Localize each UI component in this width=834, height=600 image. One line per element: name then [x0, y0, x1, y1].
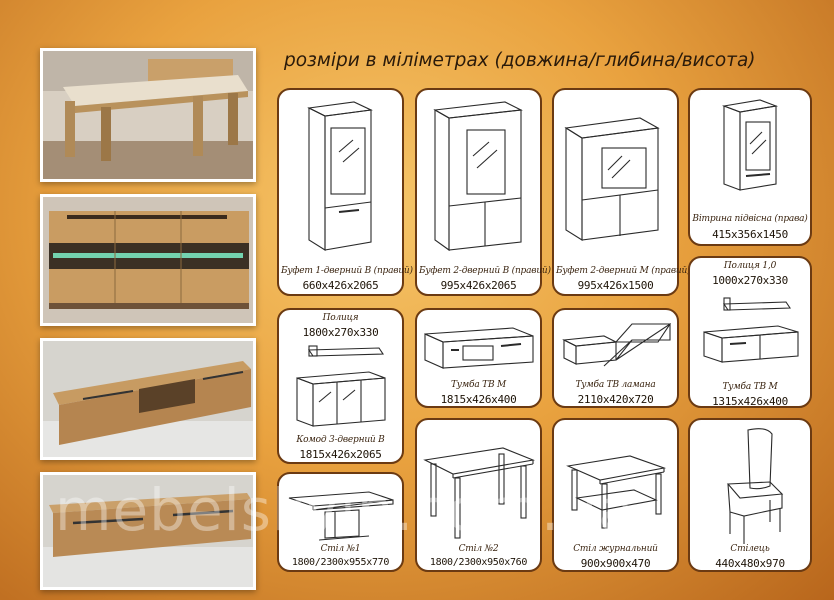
item-label: Буфет 2-дверний М (правий)	[556, 266, 691, 276]
tv-stand-icon	[424, 327, 534, 369]
card-coffee-table: Стіл журнальний 900x900x470	[552, 418, 679, 572]
item-label: Стілець	[730, 544, 770, 554]
item-dimensions: 1800x270x330	[302, 326, 379, 339]
card-shelf-and-dresser: Полиця 1800x270x330 Комод 3-дверний В 18…	[277, 308, 404, 464]
item-dimensions: 1800/2300x950x760	[429, 557, 528, 568]
photo-tv-stand	[40, 338, 256, 460]
item-label: Тумба ТВ М	[450, 380, 507, 390]
coffee-table-icon	[566, 455, 667, 529]
item-dimensions: 1800/2300x955x770	[291, 557, 390, 568]
photo-tv-stand-closed	[40, 472, 256, 590]
card-buffet-1-door: Буфет 1-дверний В (правий) 660x426x2065	[277, 88, 413, 296]
item-dimensions: 660x426x2065	[302, 279, 379, 292]
item-label: Комод 3-дверний В	[296, 435, 385, 445]
item-label: Полиця 1,0	[723, 261, 777, 271]
item-label: Буфет 2-дверний В (правий)	[419, 266, 551, 276]
shelf-and-dresser-icon	[296, 345, 386, 427]
shelf-and-tv-stand-icon	[703, 297, 799, 363]
cabinet-medium-2door-icon	[564, 117, 660, 241]
item-label: Стіл №1	[320, 544, 361, 554]
card-chair: Стілець 440x480x970	[688, 418, 812, 572]
item-dimensions: 2110x420x720	[577, 393, 654, 406]
card-shelf-and-tv-stand: Полиця 1,0 1000x270x330 Тумба ТВ М 1315x…	[688, 256, 812, 408]
item-label: Стіл журнальний	[573, 544, 658, 554]
tv-stand-angled-icon	[562, 322, 672, 367]
item-dimensions: 1815x426x2065	[299, 448, 382, 461]
item-dimensions: 1000x270x330	[712, 274, 788, 287]
photo-dining-table	[40, 48, 256, 182]
card-buffet-2-door-medium: Буфет 2-дверний М (правий) 995x426x1500	[552, 88, 691, 296]
extendable-table-icon	[288, 491, 394, 541]
item-dimensions: 1315x426x400	[712, 395, 788, 408]
item-dimensions: 995x426x2065	[440, 279, 517, 292]
card-tv-stand-m: Тумба ТВ М 1815x426x400	[415, 308, 542, 408]
item-label: Стіл №2	[458, 544, 499, 554]
item-dimensions: 900x900x470	[580, 557, 651, 570]
chair-icon	[726, 428, 784, 544]
card-table-2: Стіл №2 1800/2300x950x760	[415, 418, 542, 572]
card-hanging-display: Вітрина підвісна (права) 415x356x1450	[688, 88, 812, 246]
item-label: Тумба ТВ М	[722, 382, 778, 392]
item-label: Полиця	[322, 313, 359, 323]
item-dimensions: 440x480x970	[715, 557, 785, 570]
item-dimensions: 415x356x1450	[712, 228, 788, 241]
card-table-1: Стіл №1 1800/2300x955x770	[277, 472, 404, 572]
item-dimensions: 1815x426x400	[440, 393, 517, 406]
page-heading: розміри в міліметрах (довжина/глибина/ви…	[284, 50, 756, 71]
item-dimensions: 995x426x1500	[577, 279, 654, 292]
photo-sideboard	[40, 194, 256, 326]
item-label: Буфет 1-дверний В (правий)	[281, 266, 413, 276]
item-label: Тумба ТВ ламана	[575, 380, 656, 390]
card-tv-stand-angled: Тумба ТВ ламана 2110x420x720	[552, 308, 679, 408]
dining-table-icon	[423, 447, 536, 539]
item-label: Вітрина підвісна (права)	[692, 214, 808, 224]
hanging-display-icon	[721, 99, 779, 191]
cabinet-tall-2door-icon	[433, 101, 523, 252]
card-buffet-2-door-tall: Буфет 2-дверний В (правий) 995x426x2065	[415, 88, 551, 296]
cabinet-tall-1door-icon	[307, 101, 373, 251]
